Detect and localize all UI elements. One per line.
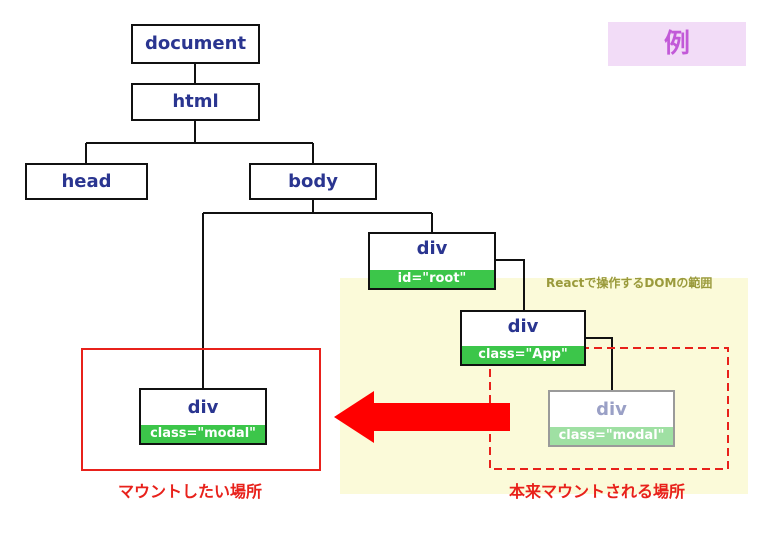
node-html-name: html [172,91,219,112]
node-div-app: div class="App" [460,310,586,366]
node-document-name: document [144,33,247,54]
node-div-app-name: div [507,316,539,337]
react-scope-label: Reactで操作するDOMの範囲 [546,276,713,290]
node-document: document [131,24,260,64]
node-head-name: head [61,171,112,192]
node-div-app-attr: class="App" [462,346,584,364]
node-div-modal-original-attr: class="modal" [550,427,673,445]
node-div-root-attr: id="root" [370,270,494,288]
move-arrow [334,391,510,443]
example-badge: 例 [608,22,746,66]
node-div-modal-target-name: div [187,397,219,418]
connector-app-modal [586,337,613,390]
node-div-modal-target-attr: class="modal" [141,425,265,443]
connector-root-app [496,259,525,310]
mount-target-label: マウントしたい場所 [118,482,263,501]
example-badge-text: 例 [663,29,690,59]
node-div-root: div id="root" [368,232,496,290]
node-div-modal-original: div class="modal" [548,390,675,447]
node-body-name: body [288,171,338,192]
node-div-modal-original-name: div [596,399,627,420]
node-div-root-name: div [416,238,448,259]
node-head: head [25,163,148,200]
node-body: body [249,163,377,200]
mount-target-frame [81,348,321,471]
mount-original-label: 本来マウントされる場所 [509,482,686,501]
node-div-modal-target: div class="modal" [139,388,267,445]
node-html: html [131,83,260,121]
